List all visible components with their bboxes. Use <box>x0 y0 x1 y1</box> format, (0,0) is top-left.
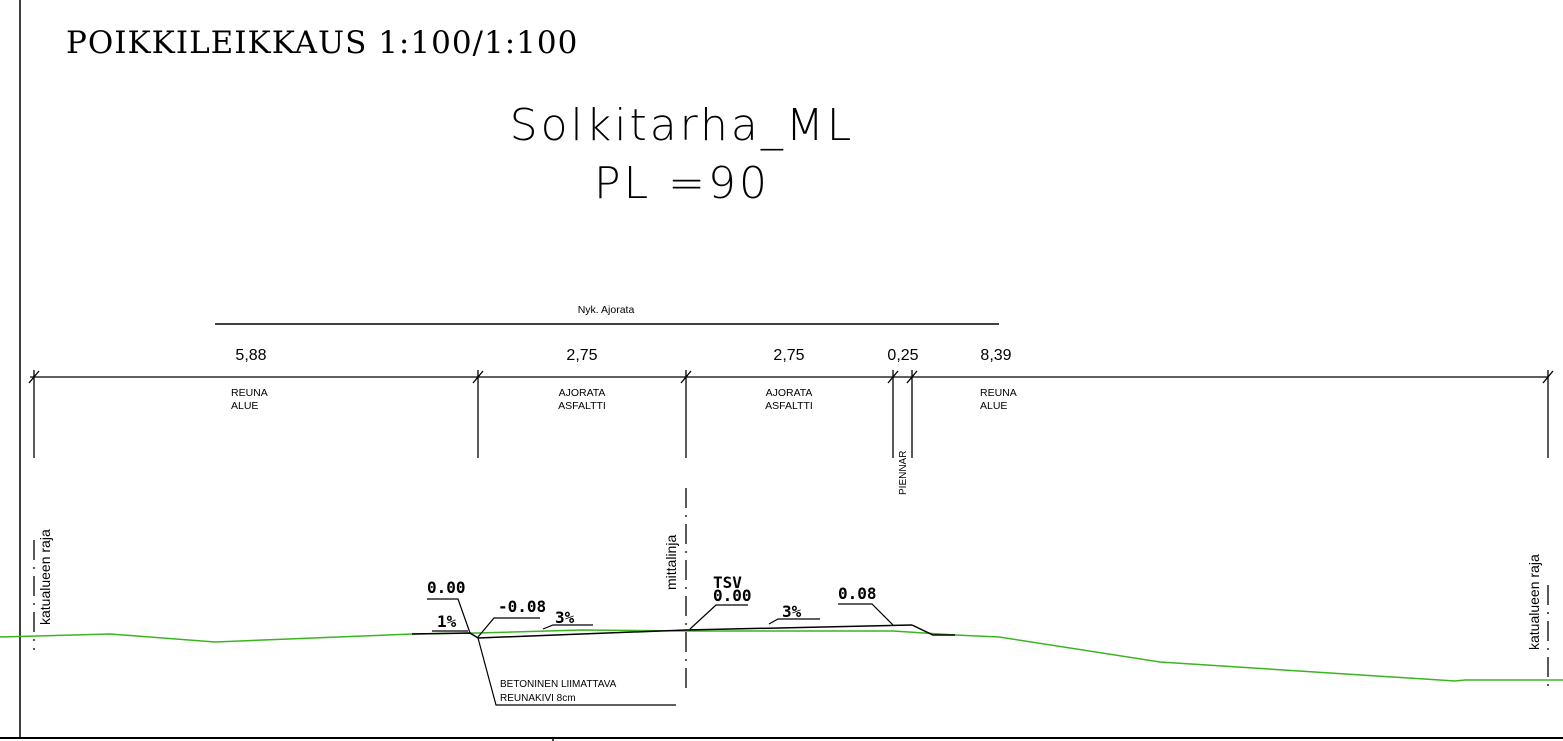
dimension-ticks <box>28 370 1554 458</box>
tick-shoulder <box>906 370 918 384</box>
profile-left-lane <box>477 629 687 639</box>
centerline-label: mittalinja <box>663 535 679 590</box>
existing-ground-line <box>0 629 1563 682</box>
elev-right: 0.08 <box>838 584 877 603</box>
tick-left-curb <box>472 370 484 384</box>
dim-value-left-lane: 2,75 <box>566 347 597 364</box>
existing-road-label: Nyk. Ajorata <box>578 304 635 316</box>
slope-right-lane-underline <box>768 618 820 625</box>
curb-note-line2: REUNAKIVI 8cm <box>500 693 576 704</box>
slope-left-lane: 3% <box>555 608 575 627</box>
right-boundary-label: katualueen raja <box>1526 554 1542 650</box>
dim-value-left-verge: 5,88 <box>235 347 266 364</box>
dim-label-right-verge-2: ALUE <box>980 400 1007 412</box>
tick-right-edge <box>887 370 899 384</box>
section-title: POIKKILEIKKAUS 1:100/1:100 <box>66 25 578 61</box>
dim-label-left-verge-1: REUNA <box>231 387 268 399</box>
station-label: PL =90 <box>594 158 770 209</box>
elev-center: 0.00 <box>713 586 752 605</box>
elev-left-edge: 0.00 <box>427 578 466 597</box>
dim-label-left-verge-2: ALUE <box>231 400 258 412</box>
elev-left-curb: -0.08 <box>498 597 546 616</box>
dim-label-right-verge-1: REUNA <box>980 387 1017 399</box>
dim-label-right-lane-2: ASFALTTI <box>765 400 813 412</box>
tsv-label: TSV <box>713 573 742 592</box>
tick-left-boundary <box>28 370 40 384</box>
curb-leader <box>477 637 676 706</box>
elev-left-edge-leader <box>427 598 471 634</box>
street-name: Solkitarha_ML <box>510 100 855 151</box>
elev-left-curb-leader <box>477 617 540 638</box>
dim-label-shoulder: PIENNAR <box>898 451 909 495</box>
curb-note-line1: BETONINEN LIIMATTAVA <box>500 679 617 690</box>
dim-value-right-verge: 8,39 <box>980 347 1011 364</box>
elev-right-leader <box>838 603 894 626</box>
left-boundary-label: katualueen raja <box>37 529 53 625</box>
profile-left-verge <box>411 632 479 639</box>
dim-label-left-lane-1: AJORATA <box>559 387 606 399</box>
dim-value-shoulder: 0,25 <box>887 347 918 364</box>
tick-right-boundary <box>1542 370 1554 384</box>
slope-left-lane-underline <box>542 624 593 630</box>
slope-left-edge: 1% <box>437 612 457 631</box>
profile-right-verge <box>911 624 955 636</box>
dim-value-right-lane: 2,75 <box>773 347 804 364</box>
tick-centerline <box>680 370 692 384</box>
design-profile <box>411 624 955 639</box>
profile-right-lane <box>685 624 913 631</box>
slope-right-lane: 3% <box>782 602 802 621</box>
dim-label-left-lane-2: ASFALTTI <box>558 400 606 412</box>
elev-center-leader <box>689 604 748 630</box>
dim-label-right-lane-1: AJORATA <box>766 387 813 399</box>
